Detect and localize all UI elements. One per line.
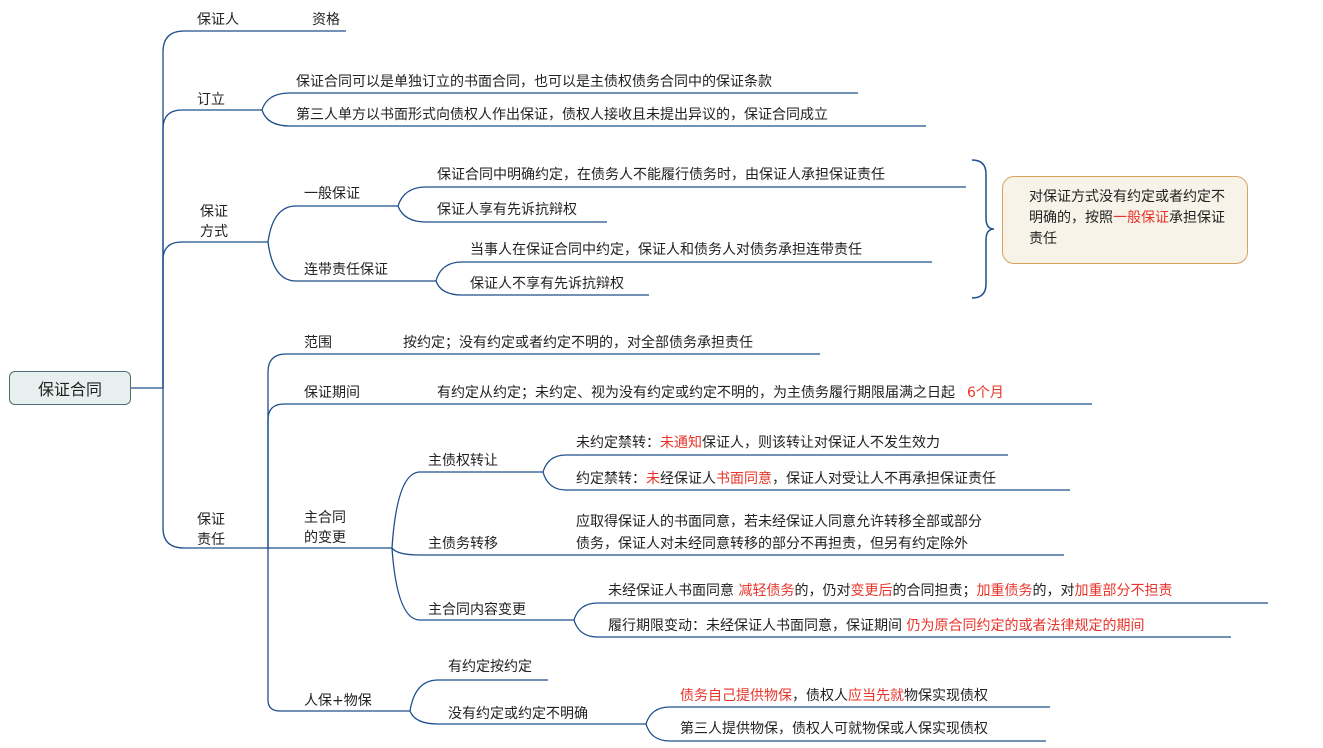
node-assign-item[interactable]: 约定禁转：未经保证人书面同意，保证人对受让人不再承担保证责任 xyxy=(576,471,996,487)
node-content-item[interactable]: 未经保证人书面同意 减轻债务的，仍对变更后的合同担责；加重债务的，对加重部分不担… xyxy=(608,583,1173,599)
node-joint-guarantee[interactable]: 连带责任保证 xyxy=(304,262,388,278)
node-unagreed-item[interactable]: 第三人提供物保，债权人可就物保或人保实现债权 xyxy=(680,721,988,737)
node-content-item[interactable]: 履行期限变动：未经保证人书面同意，保证期间 仍为原合同约定的或者法律规定的期间 xyxy=(608,618,1145,634)
summary-note[interactable]: 对保证方式没有约定或者约定不明确的，按照一般保证承担保证责任 xyxy=(1002,176,1248,264)
node-establish-item[interactable]: 第三人单方以书面形式向债权人作出保证，债权人接收且未提出异议的，保证合同成立 xyxy=(296,107,828,123)
node-mode-line2[interactable]: 方式 xyxy=(200,224,228,240)
node-mixed-unagreed[interactable]: 没有约定或约定不明确 xyxy=(448,706,588,722)
node-qualification[interactable]: 资格 xyxy=(312,12,340,28)
node-assign-item[interactable]: 未约定禁转：未通知保证人，则该转让对保证人不发生效力 xyxy=(576,435,940,451)
node-establish-item[interactable]: 保证合同可以是单独订立的书面合同，也可以是主债权债务合同中的保证条款 xyxy=(296,74,772,90)
node-guarantor[interactable]: 保证人 xyxy=(197,12,239,28)
node-mode-line1[interactable]: 保证 xyxy=(200,204,228,220)
node-joint-item[interactable]: 保证人不享有先诉抗辩权 xyxy=(470,276,624,292)
node-liability-line2[interactable]: 责任 xyxy=(197,532,225,548)
node-general-item[interactable]: 保证人享有先诉抗辩权 xyxy=(437,202,577,218)
node-content-change[interactable]: 主合同内容变更 xyxy=(428,602,526,618)
node-unagreed-item[interactable]: 债务自己提供物保，债权人应当先就物保实现债权 xyxy=(680,688,988,704)
node-mixed-security[interactable]: 人保+物保 xyxy=(304,693,372,709)
node-change-line1[interactable]: 主合同 xyxy=(304,510,346,526)
node-establish[interactable]: 订立 xyxy=(197,92,225,108)
node-mixed-agreed[interactable]: 有约定按约定 xyxy=(448,659,532,675)
node-transfer-line1[interactable]: 应取得保证人的书面同意，若未经保证人同意允许转移全部或部分 xyxy=(576,514,982,530)
node-debt-transfer[interactable]: 主债务转移 xyxy=(428,536,498,552)
node-period[interactable]: 保证期间 xyxy=(304,385,360,401)
node-scope[interactable]: 范围 xyxy=(304,335,332,351)
node-claim-assignment[interactable]: 主债权转让 xyxy=(428,453,498,469)
node-liability-line1[interactable]: 保证 xyxy=(197,512,225,528)
node-general-item[interactable]: 保证合同中明确约定，在债务人不能履行债务时，由保证人承担保证责任 xyxy=(437,167,885,183)
node-joint-item[interactable]: 当事人在保证合同中约定，保证人和债务人对债务承担连带责任 xyxy=(470,242,862,258)
node-change-line2[interactable]: 的变更 xyxy=(304,530,346,546)
node-general-guarantee[interactable]: 一般保证 xyxy=(304,186,360,202)
node-transfer-line2[interactable]: 债务，保证人对未经同意转移的部分不再担责，但另有约定除外 xyxy=(576,536,968,552)
node-scope-text[interactable]: 按约定；没有约定或者约定不明的，对全部债务承担责任 xyxy=(403,335,753,351)
root-node[interactable]: 保证合同 xyxy=(9,371,131,405)
